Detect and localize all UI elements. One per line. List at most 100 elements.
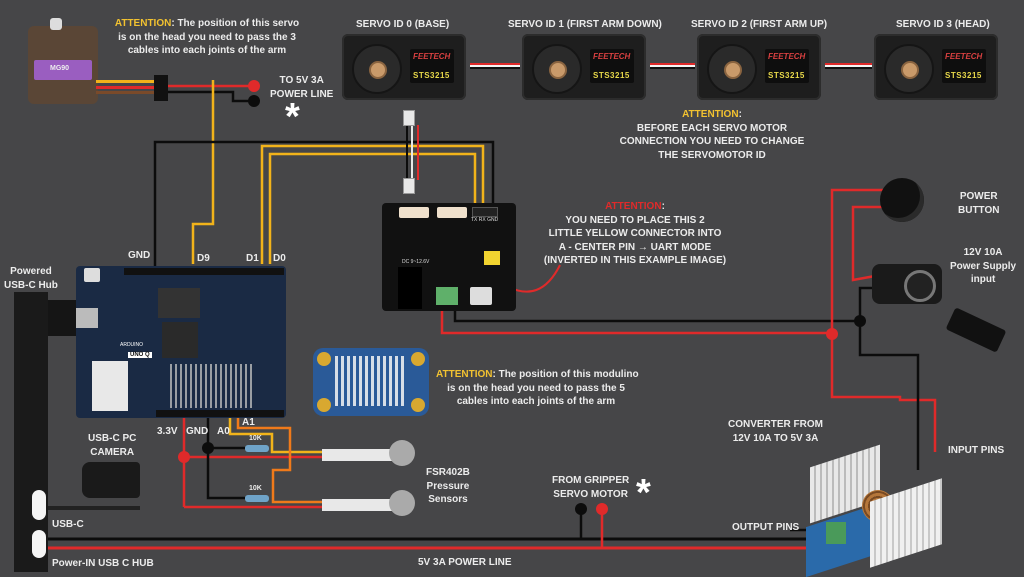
wire-button-to-psu (851, 205, 885, 282)
gripper-label: FROM GRIPPER SERVO MOTOR (552, 475, 630, 500)
servo-3-label: SERVO ID 3 (HEAD) (896, 19, 990, 30)
asterisk-icon: * (285, 96, 300, 138)
arduino-usb-c[interactable] (76, 308, 98, 328)
fsr-sensor-2-tail (322, 499, 392, 511)
pin-d9: D9 (197, 253, 210, 264)
junction-gnd (202, 442, 214, 454)
gripper-servo-note: ATTENTION: The position of this servo is… (114, 18, 300, 56)
fsr-label: FSR402B Pressure Sensors (426, 467, 470, 505)
resistor-2 (245, 495, 269, 502)
wire-d1-tx (260, 144, 485, 264)
wire-psu-black (858, 286, 920, 470)
arduino-led-matrix (170, 364, 252, 408)
converter-output-terminal (826, 522, 846, 544)
pin-gnd-bottom: GND (186, 426, 209, 437)
to-5v-label: TO 5V 3A POWER LINE (270, 75, 334, 100)
adapter-port-1 (399, 207, 429, 218)
arduino-reset-button[interactable] (84, 268, 100, 282)
output-pins-label: OUTPUT PINS (732, 522, 800, 533)
micro-servo-cable-red (96, 86, 154, 89)
adapter-jumper[interactable] (484, 251, 500, 265)
wire-a0 (228, 418, 322, 454)
resistor-2-label: 10K (249, 485, 262, 492)
wire-psu-red-main (830, 188, 937, 452)
to-5v-red-node (248, 80, 260, 92)
servo-connector (403, 178, 415, 194)
pin-a0: A0 (217, 426, 230, 437)
dc-input-jack (872, 264, 942, 304)
usb-camera (82, 462, 140, 498)
adapter-terminal (436, 287, 458, 305)
modulino-pixels (313, 348, 429, 416)
arduino-uno-q: ARDUINO UNO Q (76, 266, 286, 418)
camera-label: USB-C PC CAMERA (88, 433, 137, 458)
fsr-sensor-2-pad (389, 490, 415, 516)
junction-red (826, 328, 838, 340)
adapter-uart-header (472, 207, 498, 217)
fsr-sensor-1-pad (389, 440, 415, 466)
micro-servo-label (34, 60, 92, 80)
jumper-note: ATTENTION: YOU NEED TO PLACE THIS 2 LITT… (543, 201, 727, 266)
wire-gnd-black (153, 140, 495, 270)
wire-a1 (236, 418, 322, 504)
input-pins-label: INPUT PINS (948, 445, 1005, 456)
pin-d0: D0 (273, 253, 286, 264)
adapter-dc-jack (398, 267, 422, 309)
arduino-header-bottom (156, 410, 284, 417)
power-button[interactable] (880, 178, 924, 222)
fsr-sensor-1-tail (322, 449, 392, 461)
micro-servo-model: MG90 (50, 65, 70, 72)
servo-horn (901, 61, 919, 79)
psu-label: 12V 10A Power Supply input (950, 247, 1017, 285)
wire-microservo-black (165, 90, 254, 103)
junction-black (854, 315, 866, 327)
wire-d0-rx (268, 152, 477, 264)
usb-port-1[interactable] (32, 490, 46, 520)
usb-hub-label: Powered USB-C Hub (4, 266, 58, 291)
arduino-header-top (124, 268, 284, 275)
servo-chain-cable-1 (470, 63, 520, 69)
servo-horn (369, 61, 387, 79)
arduino-chip-2 (162, 322, 198, 358)
power-line-5v-label: 5V 3A POWER LINE (418, 557, 512, 568)
modulino-note: ATTENTION: The position of this modulino… (436, 369, 639, 407)
arduino-wifi-module (92, 361, 128, 411)
modulino-led-grid (335, 356, 407, 406)
arduino-model: UNO Q (128, 352, 152, 358)
wire-d9-signal (191, 80, 215, 264)
gripper-black-node (575, 503, 587, 515)
adapter-port-2 (437, 207, 467, 218)
adapter-uart-pins: TX RX GND (471, 217, 499, 223)
bus-servo-adapter: TX RX GND DC 9~12.6V (382, 203, 516, 311)
micro-servo-shaft (50, 18, 62, 30)
servo-chain-cable-2 (650, 63, 695, 69)
micro-servo-connector (154, 75, 168, 101)
attention-label: ATTENTION (114, 18, 172, 29)
usb-c-label: USB-C (52, 519, 84, 530)
servo-1-label: SERVO ID 1 (FIRST ARM DOWN) (508, 19, 662, 30)
junction-3v3 (178, 451, 190, 463)
micro-servo: MG90 (28, 18, 98, 104)
pin-gnd-top: GND (128, 250, 151, 261)
converter-label: CONVERTER FROM 12V 10A TO 5V 3A (728, 419, 823, 444)
usb-hub-body (14, 292, 48, 572)
pin-3v3: 3.3V (157, 426, 178, 437)
resistor-1-label: 10K (249, 435, 262, 442)
servo-0-label: SERVO ID 0 (BASE) (356, 19, 450, 30)
resistor-1 (245, 445, 269, 452)
servo-horn (549, 61, 567, 79)
servo-connector (403, 110, 415, 126)
usb-port-2[interactable] (32, 530, 46, 558)
wire-adapter-dc-red (440, 305, 832, 335)
pin-a1: A1 (242, 417, 255, 428)
adapter-usb-c[interactable] (470, 287, 492, 305)
servo-horn (724, 61, 742, 79)
gripper-red-node (596, 503, 608, 515)
servo-id-note: ATTENTION: BEFORE EACH SERVO MOTOR CONNE… (619, 109, 805, 161)
to-5v-black-node (248, 95, 260, 107)
